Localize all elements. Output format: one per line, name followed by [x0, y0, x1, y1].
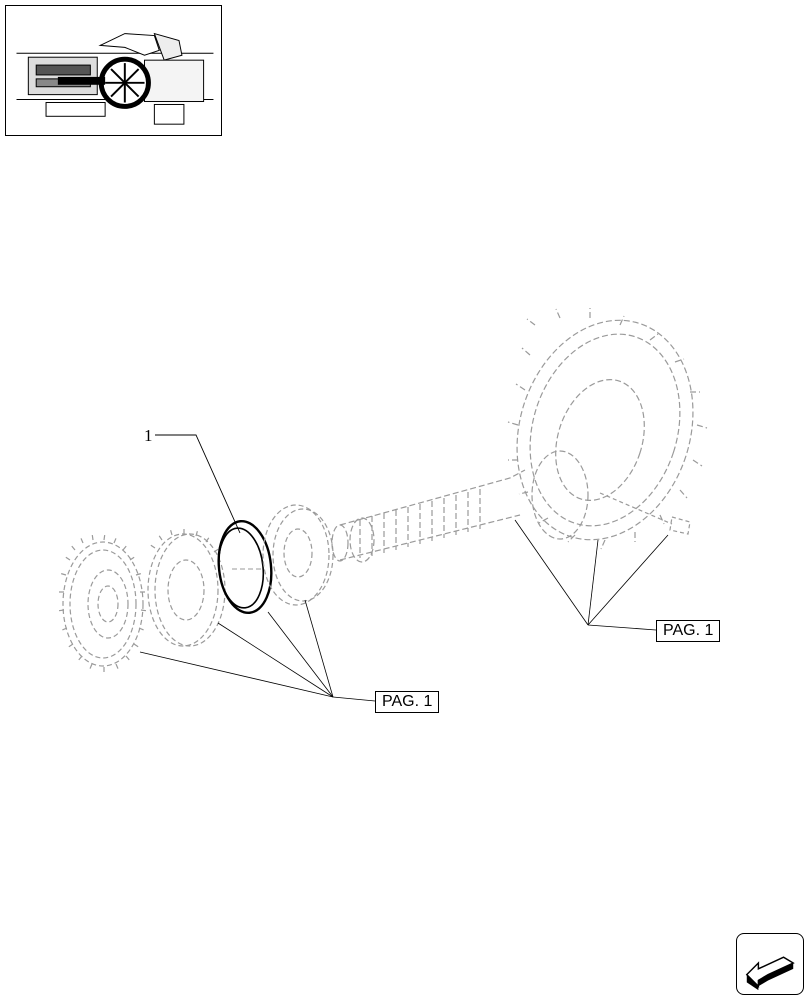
bolt-icon — [599, 492, 691, 535]
page-reference-right[interactable]: PAG. 1 — [656, 620, 721, 642]
callout-number-1: 1 — [144, 426, 153, 445]
reference-leaders-left — [139, 599, 376, 702]
shaft-icon — [331, 469, 526, 563]
page-reference-left[interactable]: PAG. 1 — [375, 691, 440, 713]
bearing-icon — [147, 527, 226, 647]
back-navigation-button[interactable] — [736, 933, 804, 995]
callout-leader — [155, 434, 241, 534]
bevel-gear-icon — [507, 308, 708, 550]
ring-icon — [217, 519, 273, 615]
tractor-transmission-locator-icon — [16, 32, 214, 125]
arrow-back-icon — [745, 956, 795, 991]
gear-icon — [56, 532, 149, 674]
reference-leaders-right — [514, 519, 669, 631]
locator-thumbnail[interactable] — [5, 5, 222, 136]
bearing-icon — [262, 504, 334, 606]
